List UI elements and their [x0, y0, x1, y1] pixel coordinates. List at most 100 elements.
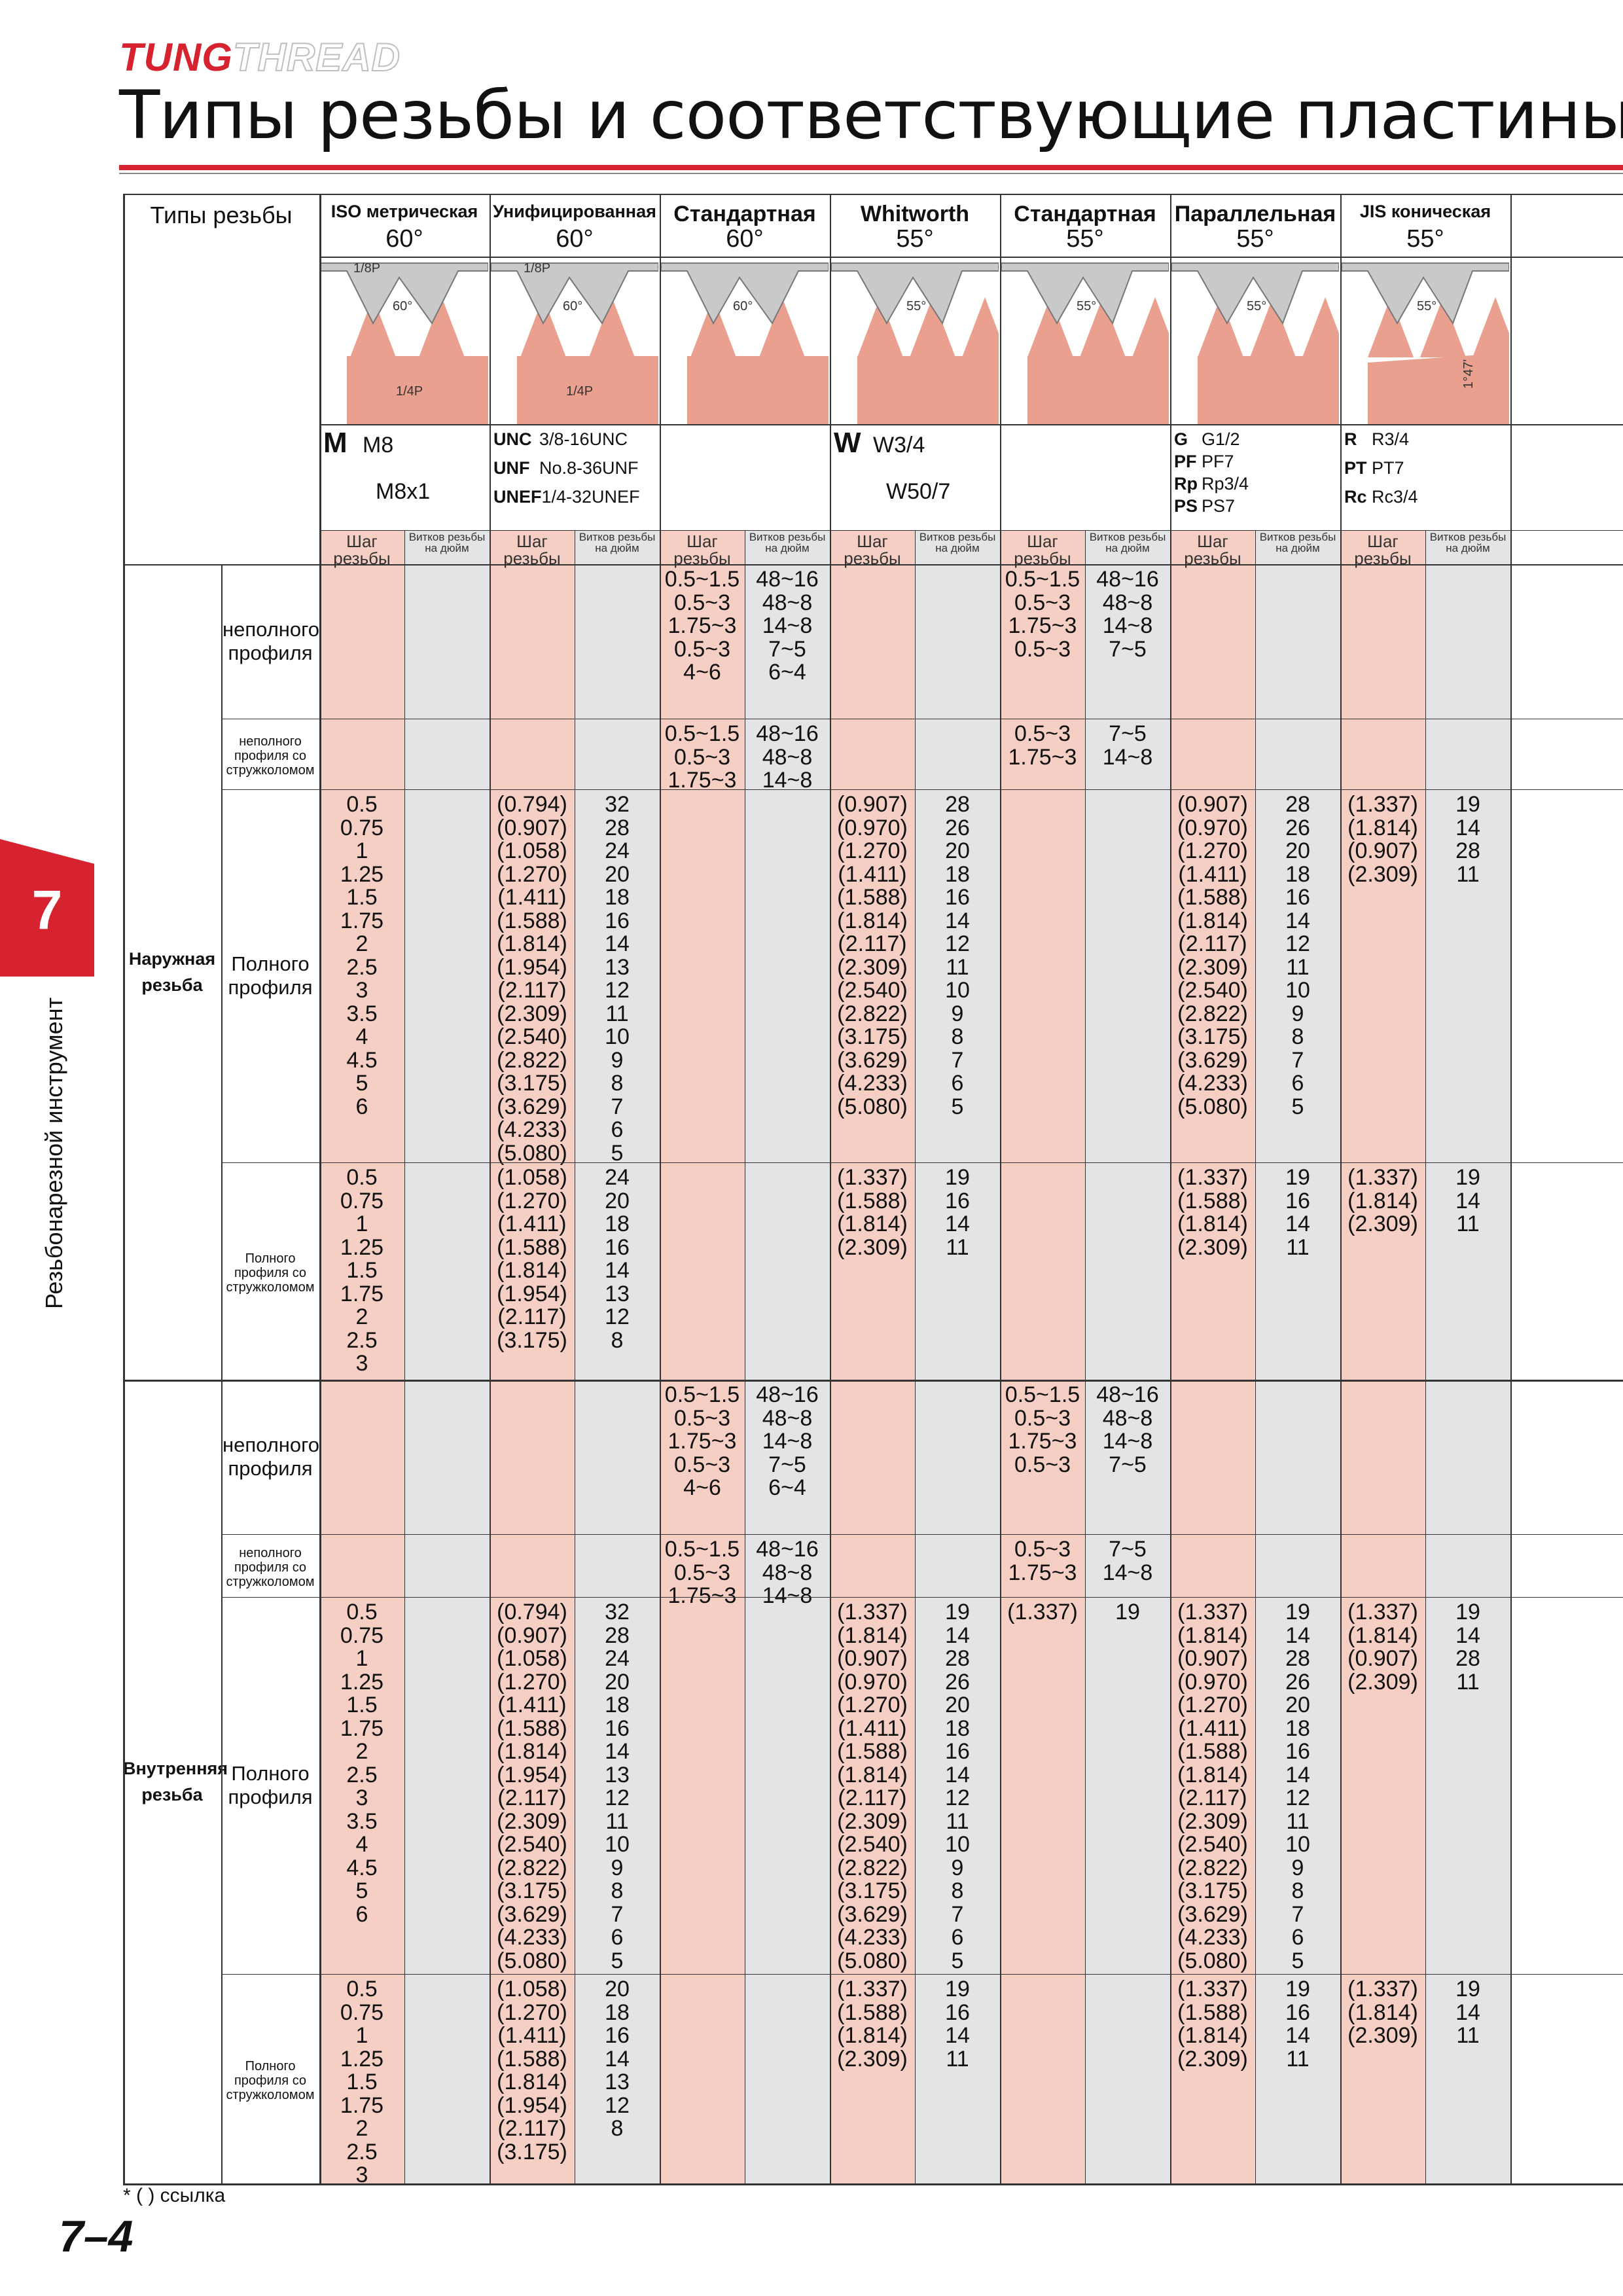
tpi-values: 48~16 48~8 14~8 7~5	[1096, 567, 1159, 662]
tpi-header-bg	[915, 530, 1000, 564]
tpi-values: 19 14 28 11	[1455, 792, 1480, 887]
tpi-values: 19 16 14 11	[945, 1977, 970, 2072]
pitch-values: (1.337) (1.814) (2.309)	[1347, 1977, 1418, 2048]
pitch-subheader: Шаг резьбы	[333, 531, 391, 568]
tpi-header-bg	[575, 530, 660, 564]
column-angle: 55°	[1066, 225, 1104, 253]
column-name: Параллельная	[1174, 202, 1336, 226]
thread-code-value: No.8-36UNF	[539, 458, 639, 478]
tpi-values: 7~5 14~8	[1102, 721, 1153, 770]
thread-code-value: Rp3/4	[1202, 474, 1249, 493]
grid-line	[1425, 530, 1426, 2183]
pitch-values: (1.337) (1.814) (0.907) (0.970) (1.270) …	[1177, 1600, 1248, 1973]
pitch-values: 0.5 0.75 1 1.25 1.5 1.75 2 2.5 3 3.5 4 4…	[340, 792, 384, 1119]
group-label: Наружная резьба	[128, 949, 216, 995]
thread-code-value: W50/7	[886, 479, 951, 504]
row-label: Полного профиля	[228, 1762, 313, 1808]
pitch-values: 0.5 0.75 1 1.25 1.5 1.75 2 2.5 3	[340, 1165, 384, 1376]
pitch-values: (1.337) (1.588) (1.814) (2.309)	[1177, 1165, 1248, 1260]
pitch-values: (1.058) (1.270) (1.411) (1.588) (1.814) …	[497, 1977, 567, 2164]
tpi-header-bg	[1085, 530, 1170, 564]
thread-profile-diagram: 55°	[1001, 258, 1178, 424]
pitch-values: (0.907) (0.970) (1.270) (1.411) (1.588) …	[1177, 792, 1248, 1119]
grid-line	[660, 194, 661, 2183]
svg-text:60°: 60°	[393, 299, 412, 314]
pitch-column-bg	[660, 564, 745, 2183]
tpi-values: 48~16 48~8 14~8 7~5	[1096, 1382, 1159, 1477]
tpi-column-bg	[1085, 564, 1170, 2183]
thread-code-value: Rc3/4	[1372, 487, 1418, 507]
tpi-values: 48~16 48~8 14~8 7~5 6~4	[756, 1382, 819, 1500]
pitch-column-bg	[1000, 564, 1085, 2183]
row-label: неполного профиля со стружколомом	[226, 1546, 315, 1589]
pitch-values: (1.337) (1.588) (1.814) (2.309)	[1177, 1977, 1248, 2072]
thread-code-value: PT7	[1372, 458, 1404, 478]
pitch-values: (1.337) (1.814) (0.907) (2.309)	[1347, 1600, 1418, 1695]
tpi-column-bg	[1255, 564, 1340, 2183]
tpi-values: 19	[1115, 1600, 1140, 1624]
svg-text:1/4P: 1/4P	[566, 384, 593, 399]
title-rule-thin	[119, 173, 1623, 174]
tpi-subheader: Витков резьбы на дюйм	[1089, 531, 1166, 554]
thread-code-value: 3/8-16UNC	[539, 429, 628, 449]
pitch-values: (0.794) (0.907) (1.058) (1.270) (1.411) …	[497, 792, 567, 1166]
grid-line	[221, 564, 223, 2183]
pitch-values: (1.337) (1.814) (0.907) (2.309)	[1347, 792, 1418, 887]
grid-line	[915, 530, 916, 2183]
tpi-column-bg	[575, 564, 660, 2183]
tpi-values: 19 14 11	[1455, 1977, 1480, 2048]
pitch-values: 0.5~1.5 0.5~3 1.75~3	[664, 1537, 740, 1608]
thread-code-key: Rc	[1344, 487, 1367, 507]
tpi-values: 32 28 24 20 18 16 14 13 12 11 10 9 8 7 6…	[605, 792, 630, 1166]
tpi-values: 24 20 18 16 14 13 12 8	[605, 1165, 630, 1353]
grid-line	[1170, 194, 1171, 2183]
tpi-header-bg	[745, 530, 830, 564]
grid-line	[123, 1380, 1623, 1382]
thread-code-value: PS7	[1202, 496, 1236, 516]
tpi-values: 19 14 11	[1455, 1165, 1480, 1236]
column-angle: 60°	[556, 225, 594, 253]
pitch-header-bg	[660, 530, 745, 564]
svg-text:55°: 55°	[1077, 299, 1096, 314]
column-name: Стандартная	[1014, 202, 1156, 226]
grid-line	[221, 1597, 1623, 1598]
column-angle: 55°	[1236, 225, 1274, 253]
tpi-values: 19 16 14 11	[1285, 1165, 1310, 1260]
svg-text:55°: 55°	[906, 299, 926, 314]
pitch-column-bg	[490, 564, 575, 2183]
column-name: ISO метрическая	[330, 202, 478, 221]
pitch-values: 0.5~1.5 0.5~3 1.75~3 0.5~3	[1005, 1382, 1080, 1477]
pitch-values: 0.5~1.5 0.5~3 1.75~3 0.5~3	[1005, 567, 1080, 662]
pitch-header-bg	[830, 530, 915, 564]
tpi-subheader: Витков резьбы на дюйм	[1429, 531, 1507, 554]
pitch-values: (0.907) (0.970) (1.270) (1.411) (1.588) …	[837, 792, 908, 1119]
tpi-subheader: Витков резьбы на дюйм	[408, 531, 486, 554]
tpi-subheader: Витков резьбы на дюйм	[1259, 531, 1336, 554]
tpi-header-bg	[404, 530, 490, 564]
tpi-subheader: Витков резьбы на дюйм	[749, 531, 826, 554]
row-label: Полного профиля со стружколомом	[226, 1251, 315, 1295]
grid-line	[319, 194, 321, 2183]
grid-line	[221, 1534, 1623, 1535]
thread-code-key: PF	[1174, 452, 1197, 471]
tpi-column-bg	[915, 564, 1000, 2183]
pitch-values: 0.5 0.75 1 1.25 1.5 1.75 2 2.5 3	[340, 1977, 384, 2187]
brand-part2: THREAD	[232, 35, 401, 79]
tpi-values: 48~16 48~8 14~8	[756, 1537, 819, 1608]
column-name: Унифицированная	[493, 202, 656, 221]
row-label: Полного профиля со стружколомом	[226, 2059, 315, 2102]
thread-code-value: G1/2	[1202, 429, 1240, 449]
row-label: неполного профиля	[223, 618, 320, 664]
tpi-subheader: Витков резьбы на дюйм	[919, 531, 996, 554]
pitch-subheader: Шаг резьбы	[503, 531, 561, 568]
thread-code-key: R	[1344, 429, 1357, 449]
page-title: Типы резьбы и соответствующие пластины	[119, 77, 1623, 154]
